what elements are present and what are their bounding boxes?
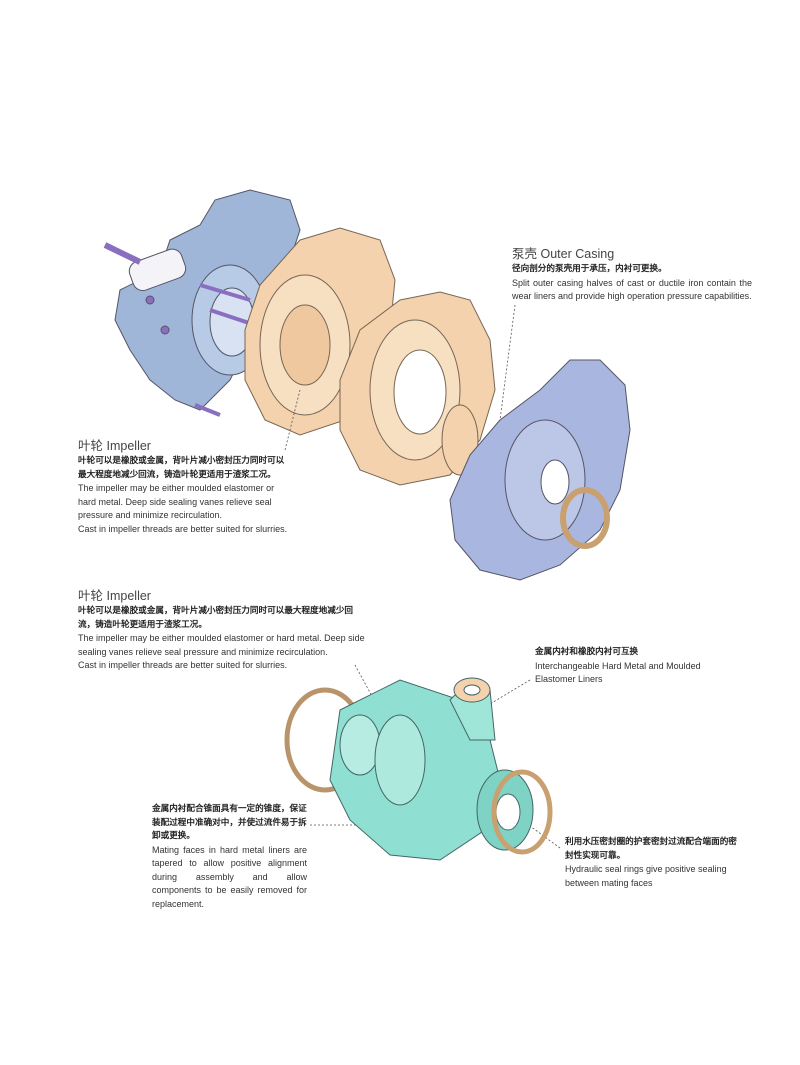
impeller-callout-2: 叶轮 Impeller 叶轮可以是橡胶或金属，背叶片减小密封压力同时可以最大程度… — [78, 588, 370, 673]
outer-casing-callout: 泵壳 Outer Casing 径向剖分的泵壳用于承压，内衬可更换。 Split… — [512, 246, 752, 304]
frame-plate-liner — [244, 227, 396, 436]
outer-casing-text-en: Split outer casing halves of cast or duc… — [512, 277, 752, 302]
impeller-2-title-zh: 叶轮 — [78, 589, 104, 603]
liners-callout: 金属内衬和橡胶内衬可互换 Interchangeable Hard Metal … — [535, 646, 710, 687]
seal-rings-callout: 利用水压密封圈的护套密封过流配合端面的密封性实现可靠。 Hydraulic se… — [565, 836, 737, 890]
mating-faces-callout: 金属内衬配合锥面具有一定的锥度，保证装配过程中准确对中，并使过流件易于拆卸或更换… — [152, 803, 307, 911]
impeller-1-title-zh: 叶轮 — [78, 439, 104, 453]
impeller-1-text-en-1: The impeller may be either moulded elast… — [78, 483, 275, 520]
outer-casing-title-zh: 泵壳 — [512, 247, 538, 261]
impeller-1-title-en: Impeller — [106, 439, 151, 453]
seal-rings-text-zh: 利用水压密封圈的护套密封过流配合端面的密封性实现可靠。 — [565, 837, 737, 861]
liners-text-zh: 金属内衬和橡胶内衬可互换 — [535, 647, 639, 657]
seal-ring — [560, 487, 610, 549]
impeller-2-text-en-2: Cast in impeller threads are better suit… — [78, 660, 288, 670]
outer-casing-title-en: Outer Casing — [540, 247, 615, 261]
bearing-frame — [103, 189, 301, 417]
outer-casing-text-zh: 径向剖分的泵壳用于承压，内衬可更换。 — [512, 264, 667, 274]
seal-rings-text-en: Hydraulic seal rings give positive seali… — [565, 864, 727, 888]
impeller-1-text-zh: 叶轮可以是橡胶或金属，背叶片减小密封压力同时可以最大程度地减少回流，铸造叶轮更适… — [78, 456, 285, 480]
mating-faces-text-zh: 金属内衬配合锥面具有一定的锥度，保证装配过程中准确对中，并使过流件易于拆卸或更换… — [152, 804, 307, 841]
mating-faces-text-en: Mating faces in hard metal liners are ta… — [152, 844, 307, 909]
impeller-2-text-en-1: The impeller may be either moulded elast… — [78, 633, 365, 657]
impeller-1-text-en-2: Cast in impeller threads are better suit… — [78, 523, 288, 534]
impeller-callout-1: 叶轮 Impeller 叶轮可以是橡胶或金属，背叶片减小密封压力同时可以最大程度… — [78, 438, 290, 536]
impeller-2-text-zh: 叶轮可以是橡胶或金属，背叶片减小密封压力同时可以最大程度地减少回流，铸造叶轮更适… — [78, 606, 354, 630]
impeller-2-title-en: Impeller — [106, 589, 151, 603]
liners-text-en: Interchangeable Hard Metal and Moulded E… — [535, 660, 701, 685]
assembled-wet-end — [284, 677, 553, 861]
